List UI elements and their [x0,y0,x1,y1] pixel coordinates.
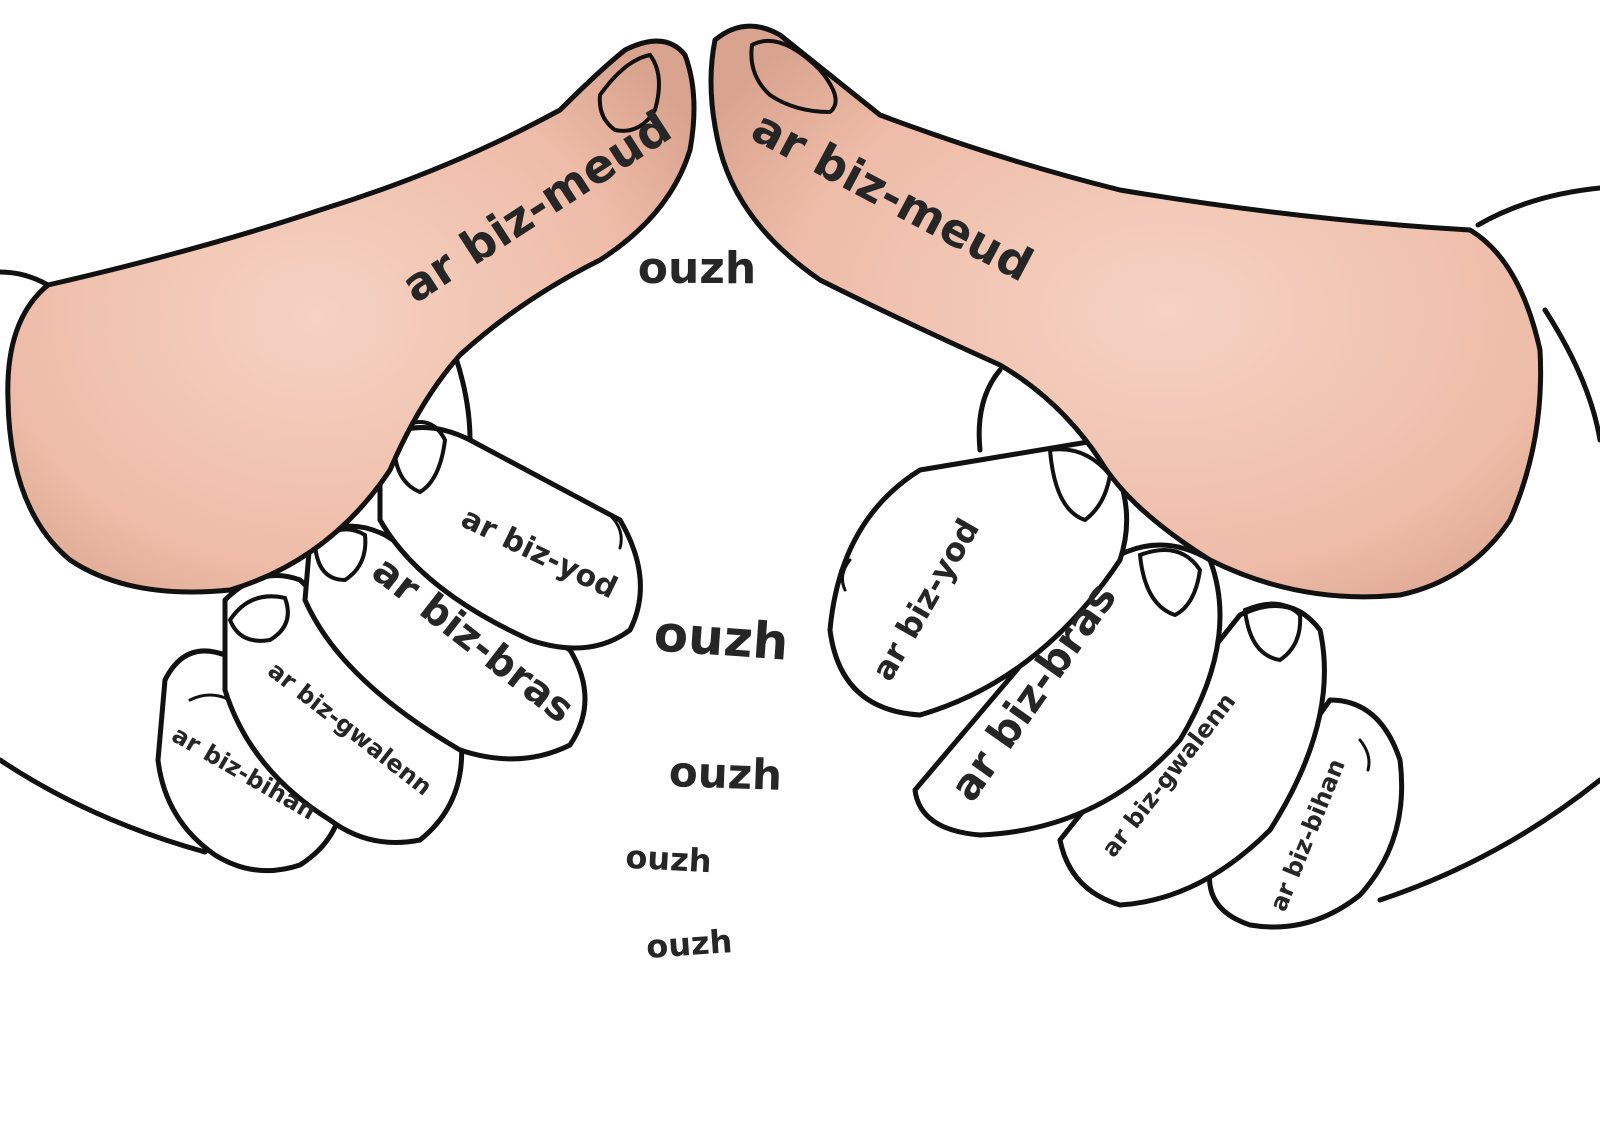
connector-middle-label: ouzh [668,747,783,800]
right-thumb-skin [708,23,1544,600]
right-wrist-side-line [1542,307,1600,443]
right-wrist-top-line [1475,185,1600,228]
right-ring-finger [1057,601,1327,908]
left-index-finger [377,420,643,651]
right-little-finger [1207,697,1405,930]
right-middle-finger [912,542,1223,838]
left-wrist-bottom-line [0,757,208,855]
left-ring-finger [222,573,465,845]
connector-ring-label: ouzh [625,838,713,880]
left-thumbnail [597,52,661,133]
left-wrist-top-line [0,269,51,288]
right-knuckle-line [976,367,1003,453]
right-wrist-bottom-line [1377,777,1600,903]
right-thumbnail [749,38,838,115]
connector-index-label: ouzh [652,604,790,671]
right-hand [708,23,1600,930]
left-thumb-skin [5,38,697,595]
left-knuckle-line [452,352,473,443]
connector-thumbs-label: ouzh [638,243,757,294]
left-hand [0,38,697,874]
right-index-finger [827,437,1130,718]
connector-little-label: ouzh [645,922,734,966]
